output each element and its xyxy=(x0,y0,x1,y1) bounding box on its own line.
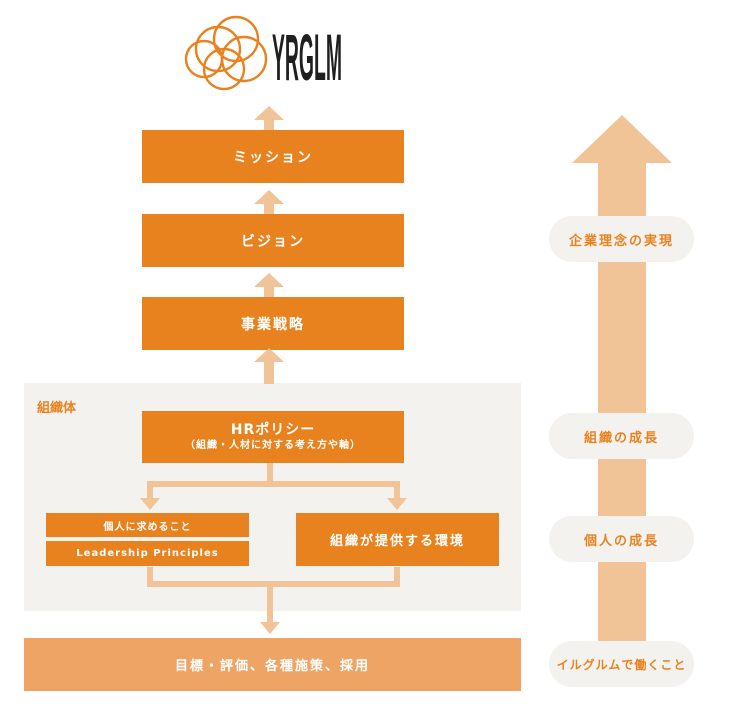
svg-text:YRGLM: YRGLM xyxy=(272,20,342,94)
stage-pill-corporate-philosophy: 企業理念の実現 xyxy=(549,216,694,262)
arrow-up-icon xyxy=(254,106,284,130)
strategy-box: 事業戦略 xyxy=(142,297,404,350)
hr-policy-box: HRポリシー （組織・人材に対する考え方や軸） xyxy=(142,411,404,463)
base-bar: 目標・評価、各種施策、採用 xyxy=(24,638,521,691)
org-label: 組織体 xyxy=(37,401,77,416)
strategy-label: 事業戦略 xyxy=(241,316,305,333)
mission-label: ミッション xyxy=(233,149,313,166)
leadership-principles-box: Leadership Principles xyxy=(46,541,249,566)
vision-box: ビジョン xyxy=(142,214,404,267)
arrow-up-icon xyxy=(254,348,284,384)
brand-wordmark: YRGLM xyxy=(272,20,342,94)
stage-pill-working-at-yrglm: イルグルムで働くこと xyxy=(549,641,694,687)
growth-arrow-icon xyxy=(572,115,672,660)
hr-policy-title: HRポリシー xyxy=(230,422,316,438)
arrow-up-icon xyxy=(254,273,284,297)
hr-policy-subtitle: （組織・人材に対する考え方や軸） xyxy=(185,440,361,451)
individual-requirements-box: 個人に求めること xyxy=(46,513,249,537)
individual-requirements-label: 個人に求めること xyxy=(103,521,192,533)
stage-pill-individual-growth: 個人の成長 xyxy=(549,516,694,562)
arrow-up-icon xyxy=(254,190,284,214)
mission-box: ミッション xyxy=(142,130,404,183)
brand-logo xyxy=(180,11,280,95)
leadership-principles-label: Leadership Principles xyxy=(76,548,219,559)
rings-logo-icon xyxy=(184,15,268,91)
stage-pill-org-growth: 組織の成長 xyxy=(549,413,694,459)
environment-label: 組織が提供する環境 xyxy=(329,534,465,549)
environment-box: 組織が提供する環境 xyxy=(296,513,499,566)
base-label: 目標・評価、各種施策、採用 xyxy=(174,659,370,674)
vision-label: ビジョン xyxy=(241,233,305,250)
